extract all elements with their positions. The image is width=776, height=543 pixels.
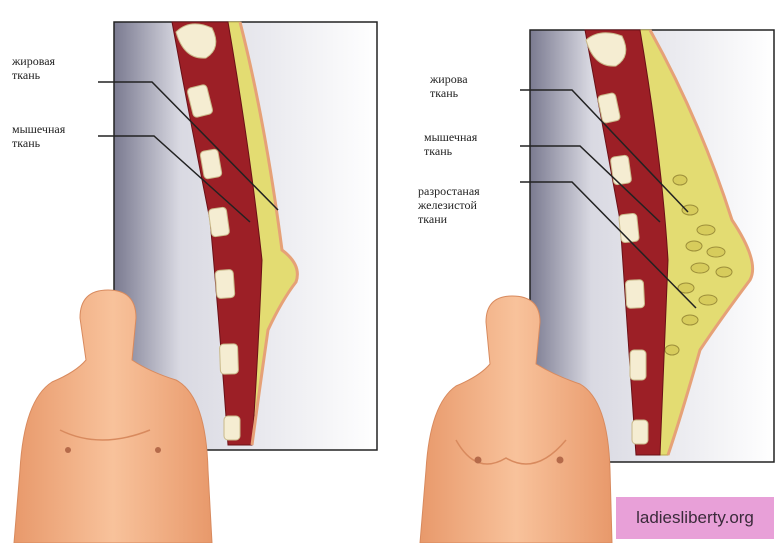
label-fat-tissue-left: жировая ткань xyxy=(12,54,55,82)
nipple xyxy=(475,457,482,464)
nipple xyxy=(65,447,71,453)
label-muscle-tissue-right: мышечная ткань xyxy=(424,130,477,158)
nipple xyxy=(155,447,161,453)
label-muscle-tissue-left: мышечная ткань xyxy=(12,122,65,150)
label-fat-tissue-right: жирова ткань xyxy=(430,72,468,100)
watermark: ladiesliberty.org xyxy=(616,497,774,539)
label-glandular-tissue-right: разростаная железистой ткани xyxy=(418,184,480,226)
nipple xyxy=(557,457,564,464)
